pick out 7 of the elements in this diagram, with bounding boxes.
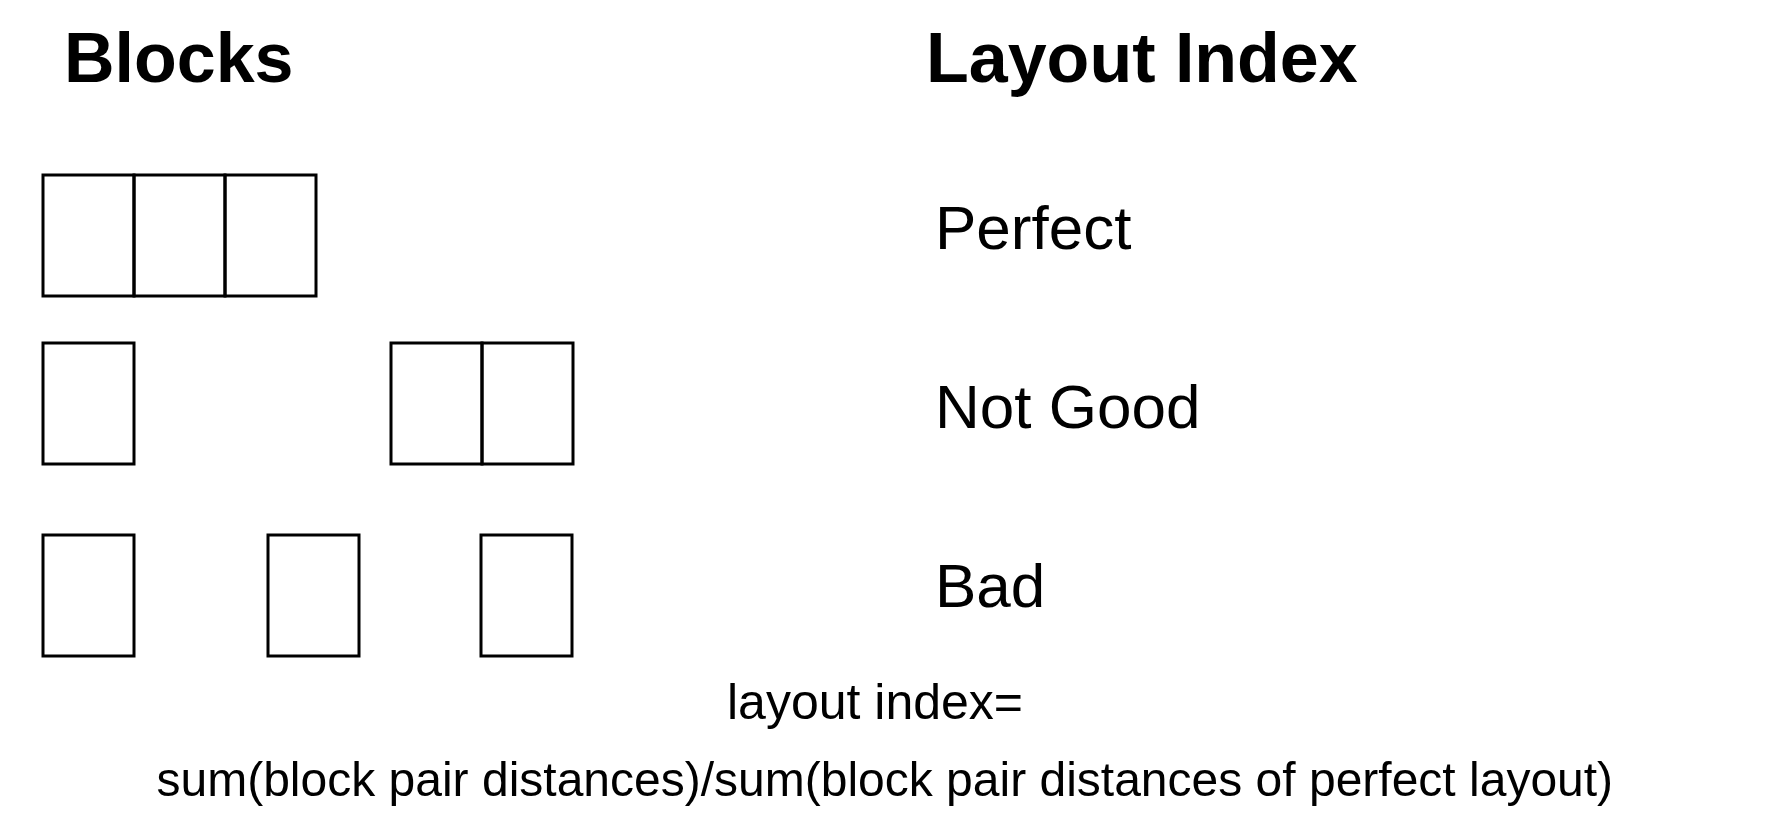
column-heading: Layout Index: [926, 19, 1358, 97]
column-heading: Blocks: [64, 19, 294, 97]
rating-text: Not Good: [935, 373, 1201, 442]
formula-text: sum(block pair distances)/sum(block pair distances of perfect layout): [156, 753, 1614, 807]
rating-text: Perfect: [935, 194, 1132, 263]
formula-text: layout index=: [727, 674, 1024, 730]
rating-text: Bad: [935, 552, 1046, 621]
